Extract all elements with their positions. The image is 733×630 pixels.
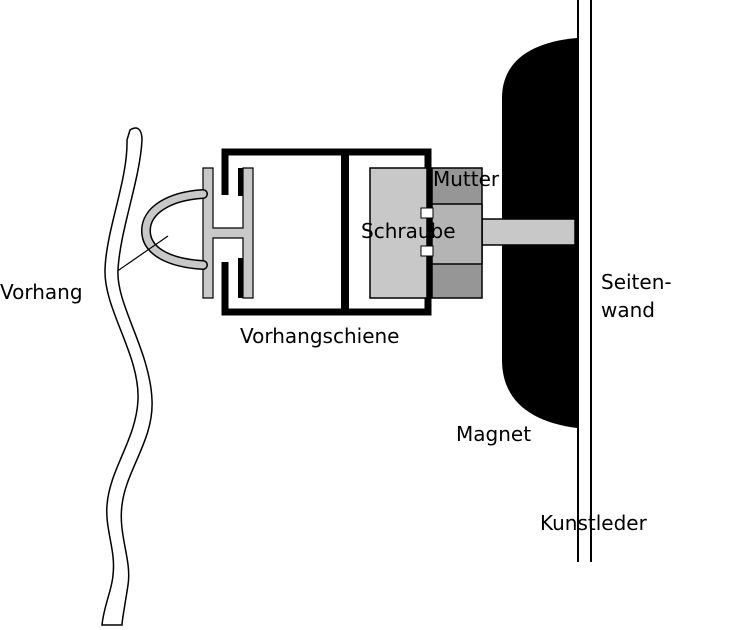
- label-vorhang: Vorhang: [0, 280, 83, 304]
- label-mutter: Mutter: [433, 167, 500, 191]
- glider-hook: [202, 167, 254, 299]
- label-schraube: Schraube: [361, 219, 456, 243]
- label-seitenwand-line1: Seiten-: [601, 270, 672, 294]
- screw-shaft: [481, 218, 576, 246]
- curtain-hook-loop: [141, 189, 208, 270]
- screw-head: [369, 167, 428, 299]
- label-kunstleder: Kunstleder: [540, 511, 648, 535]
- curtain-rail-outer: [221, 148, 432, 316]
- curtain-hook-loop-fill: [142, 190, 207, 269]
- label-seitenwand-line2: wand: [601, 298, 655, 322]
- label-vorhangschiene: Vorhangschiene: [240, 324, 399, 348]
- curtain-fabric: [101, 127, 153, 626]
- screw-neck-top: [420, 207, 434, 219]
- screw-neck-bottom: [420, 245, 434, 257]
- curtain-hook-pin: [115, 235, 169, 273]
- label-magnet: Magnet: [456, 422, 531, 446]
- nut-center-band: [431, 203, 483, 265]
